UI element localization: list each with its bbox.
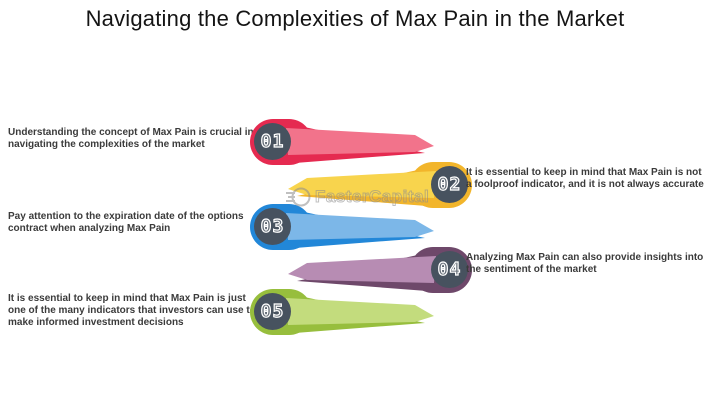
step-1-description: Understanding the concept of Max Pain is… (8, 127, 254, 150)
step-number: 01 (260, 130, 285, 152)
step-5-ribbon: 05 (250, 289, 435, 335)
step-3-description: Pay attention to the expiration date of … (8, 211, 244, 234)
step-3-number-badge: 03 (254, 208, 291, 245)
step-number: 02 (437, 173, 462, 195)
step-5-description: It is essential to keep in mind that Max… (8, 293, 256, 328)
fastercapital-logo-icon (286, 187, 311, 207)
step-4-ribbon: 04 (287, 247, 472, 293)
step-4-number-badge: 04 (431, 251, 468, 288)
step-3-ribbon: 03 (250, 204, 435, 250)
step-1-ribbon: 01 (250, 119, 435, 165)
watermark: FasterCapital (286, 184, 429, 210)
step-number: 03 (260, 215, 285, 237)
step-2-number-badge: 02 (431, 166, 468, 203)
page-title: Navigating the Complexities of Max Pain … (85, 6, 625, 31)
step-1-number-badge: 01 (254, 123, 291, 160)
step-2-description: It is essential to keep in mind that Max… (466, 167, 704, 190)
step-2-ribbon: 02 (287, 162, 472, 208)
step-number: 04 (437, 258, 462, 280)
step-5-number-badge: 05 (254, 293, 291, 330)
step-4-description: Analyzing Max Pain can also provide insi… (466, 252, 704, 275)
step-number: 05 (260, 300, 285, 322)
watermark-text: FasterCapital (314, 187, 430, 207)
